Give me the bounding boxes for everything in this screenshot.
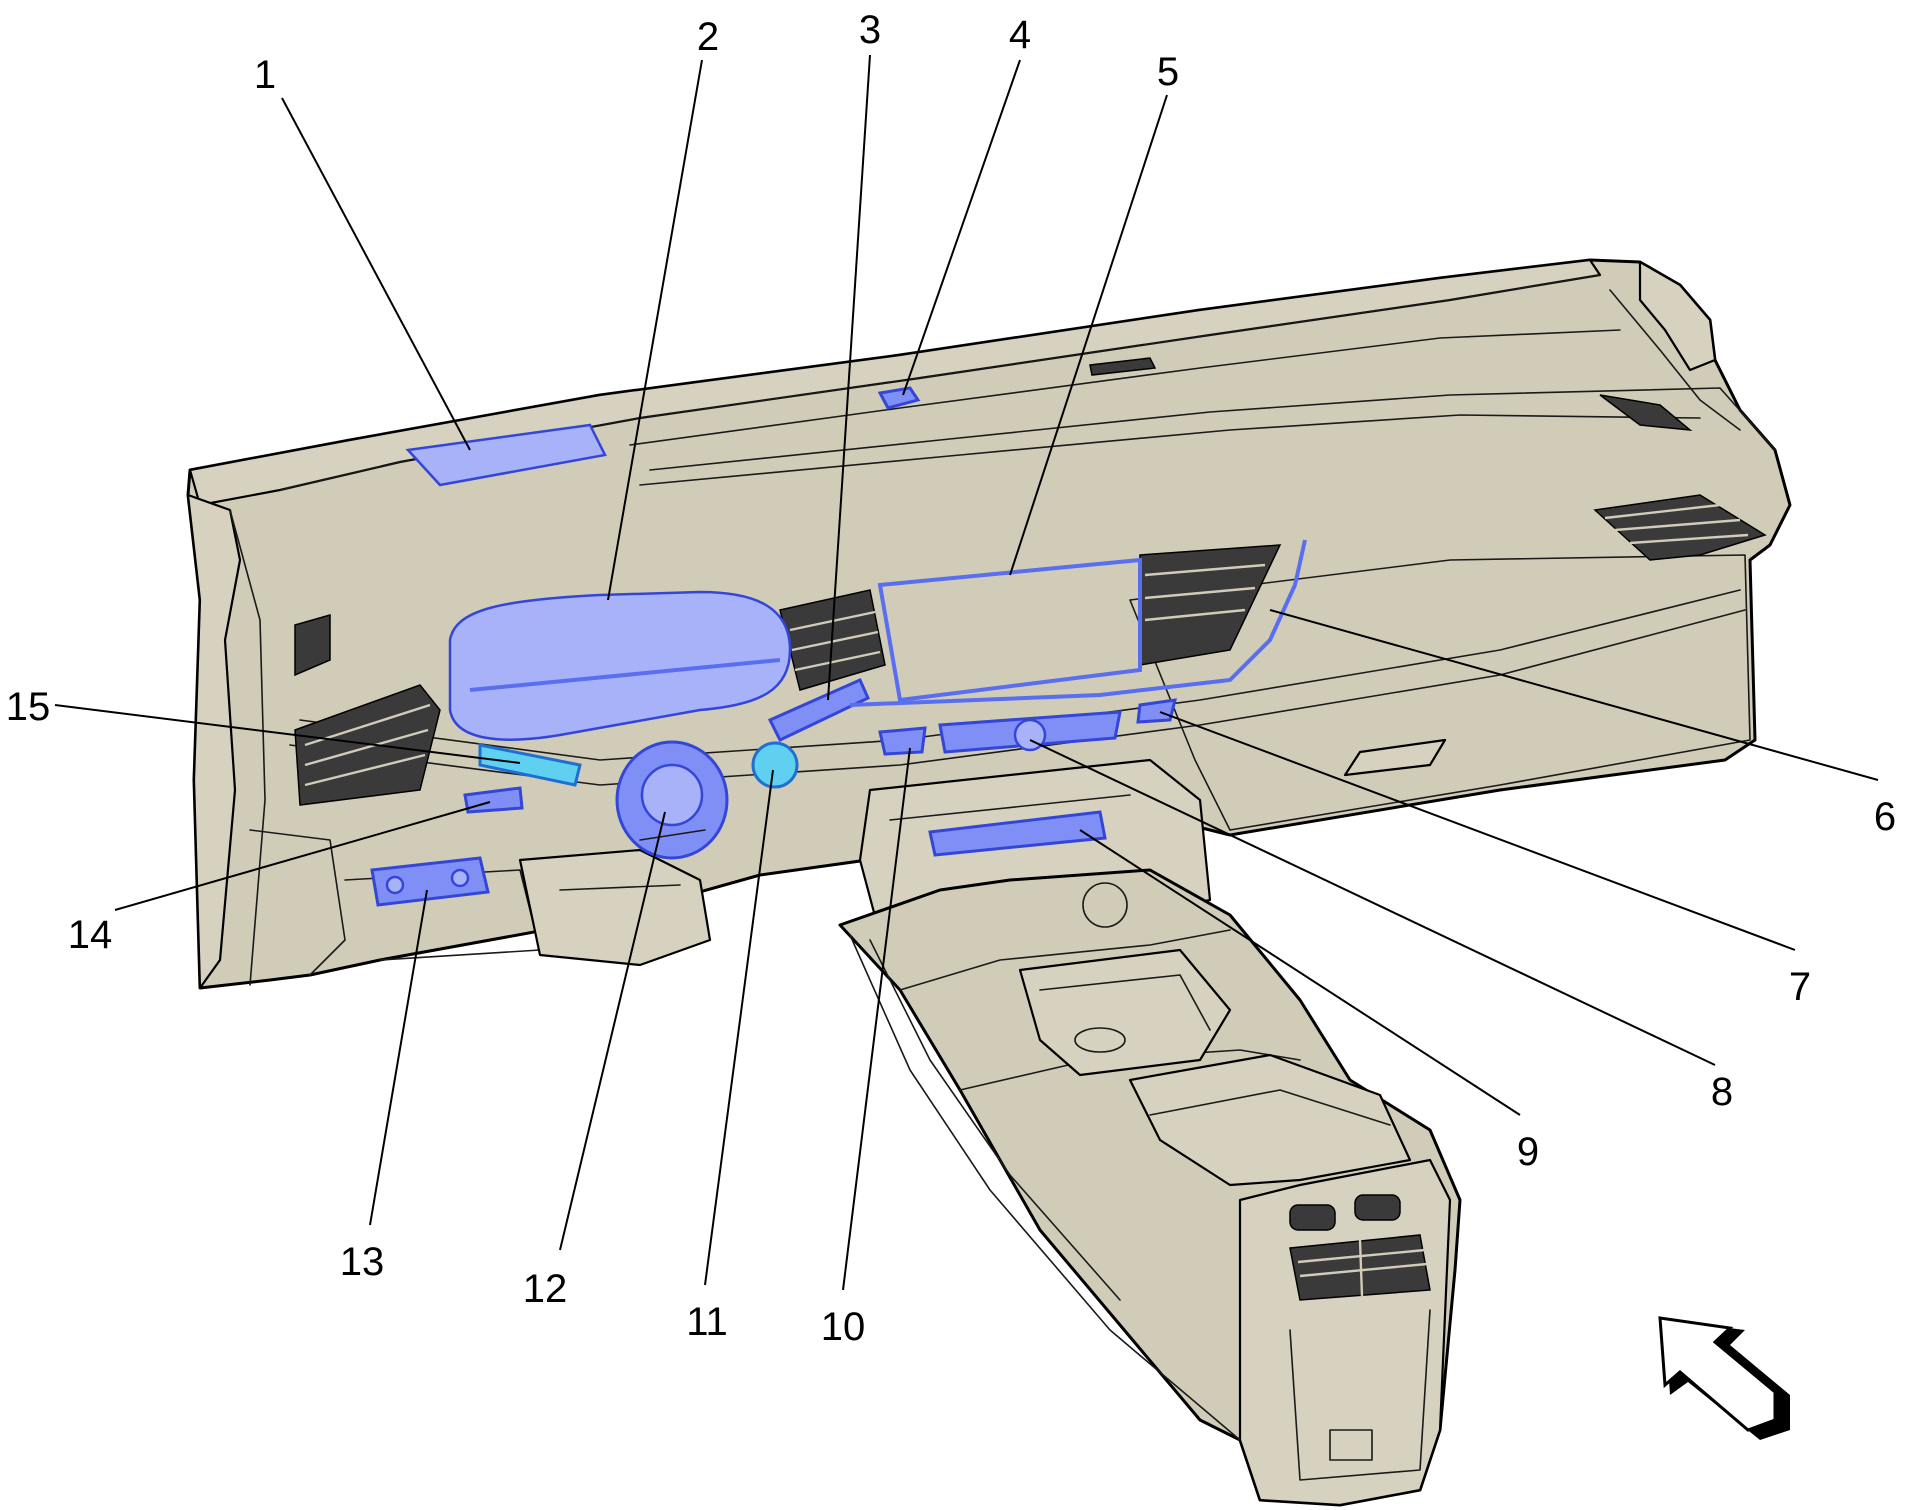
- leader-line-10: [842, 747, 911, 1291]
- leader-line-5: [1009, 94, 1168, 576]
- leader-line-9: [1079, 829, 1521, 1116]
- head-up-display-highlight: [405, 423, 607, 487]
- callout-14: 14: [68, 913, 113, 957]
- leader-line-13: [369, 889, 428, 1226]
- leader-line-8: [1029, 739, 1716, 1066]
- callout-3: 3: [859, 8, 881, 52]
- climate-control-highlight: [928, 810, 1107, 857]
- leader-lines: [54, 54, 1879, 1291]
- callout-4: 4: [1009, 13, 1031, 57]
- callout-10: 10: [821, 1305, 866, 1349]
- instrument-cluster-highlight: [448, 590, 792, 741]
- callout-9: 9: [1517, 1130, 1539, 1174]
- ambient-light-strip-highlight: [849, 539, 1307, 707]
- outlined-arrow-up-left-icon: [1658, 1316, 1790, 1440]
- display-screen-highlight: [877, 557, 1142, 703]
- multifunction-switch-highlight: [767, 678, 870, 742]
- leader-line-15: [54, 704, 521, 764]
- leader-line-3: [827, 54, 871, 701]
- center-console: [838, 868, 1462, 1507]
- dash-vents: [294, 357, 1767, 806]
- callout-8: 8: [1711, 1070, 1733, 1114]
- leader-line-6: [1269, 609, 1879, 781]
- callout-2: 2: [697, 15, 719, 59]
- leader-line-2: [607, 59, 703, 601]
- callout-15: 15: [6, 685, 51, 729]
- leader-line-7: [1159, 711, 1796, 951]
- callout-12: 12: [523, 1267, 568, 1311]
- callout-13: 13: [340, 1240, 385, 1284]
- leader-line-1: [281, 97, 471, 451]
- left-switch-highlight: [878, 726, 927, 756]
- callout-11: 11: [686, 1300, 728, 1344]
- leader-line-11: [704, 769, 774, 1286]
- sun-sensor-highlight: [877, 386, 921, 410]
- leader-line-14: [114, 801, 491, 911]
- callout-7: 7: [1789, 965, 1811, 1009]
- leader-line-12: [559, 811, 666, 1251]
- callout-numbers: 1 2 3 4 5 6 7 8 9 10 11 12 13 14 15: [6, 8, 1896, 1349]
- right-switch-highlight: [1136, 698, 1177, 724]
- ignition-switch-highlight: [751, 741, 799, 789]
- callout-6: 6: [1874, 795, 1896, 839]
- highlighted-components: [370, 386, 1307, 907]
- callout-1: 1: [254, 53, 276, 97]
- leader-line-4: [902, 59, 1021, 396]
- callout-5: 5: [1157, 50, 1179, 94]
